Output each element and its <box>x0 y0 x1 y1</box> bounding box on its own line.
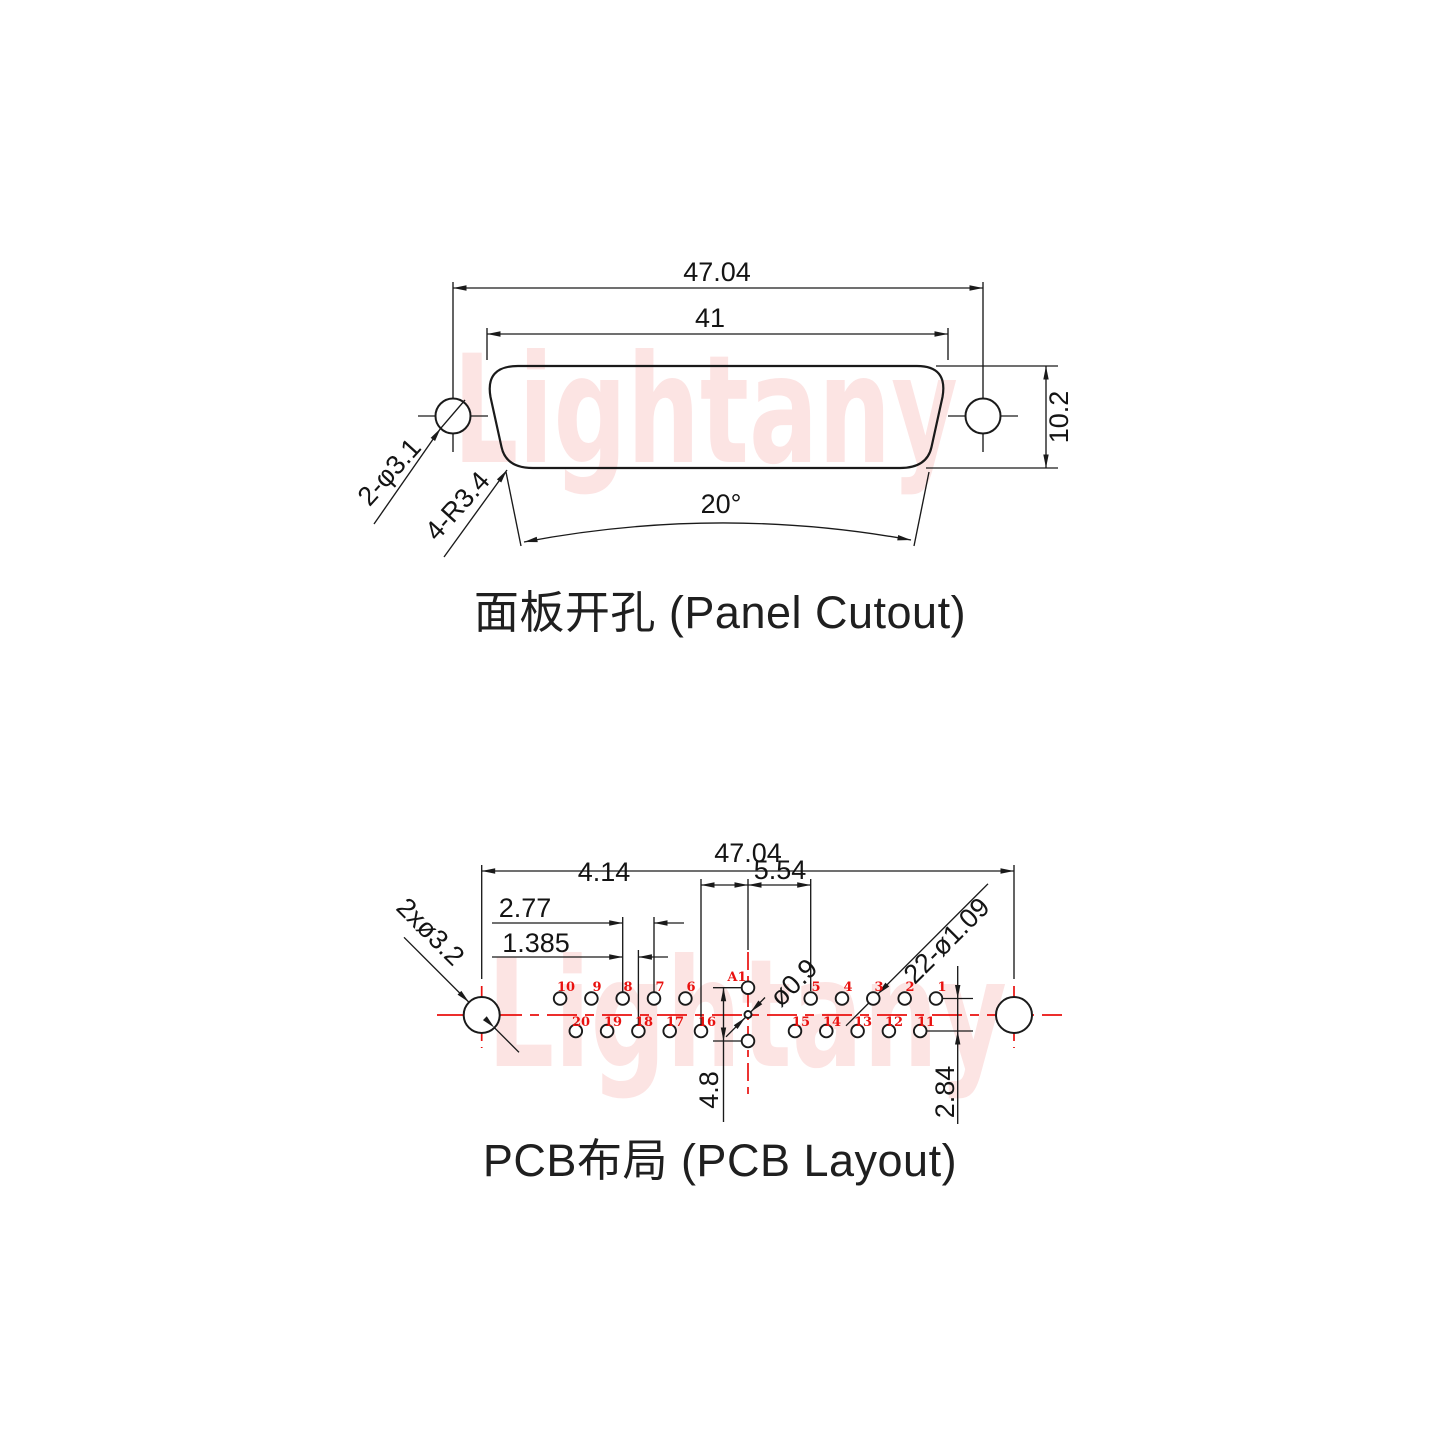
pin-labels-bottom-row: 20 19 18 17 16 15 14 13 12 11 <box>572 1015 935 1030</box>
pin-hole <box>552 991 568 1006</box>
pin-hole <box>584 991 599 1006</box>
pin-label: 10 <box>557 980 575 995</box>
pin-hole <box>866 991 881 1006</box>
pin-label: 7 <box>655 980 664 995</box>
pin-holes-top-row <box>552 991 944 1006</box>
pin-label: 19 <box>604 1015 622 1030</box>
pin-hole <box>803 991 818 1006</box>
dim-height: 10.2 <box>1044 391 1074 444</box>
pin-holes-bottom-row <box>568 1023 928 1039</box>
arrowhead <box>453 285 467 291</box>
pin-label: 14 <box>823 1015 841 1030</box>
arrowhead <box>481 868 496 874</box>
pin-label: 13 <box>854 1015 872 1030</box>
pin-hole <box>912 1023 928 1039</box>
pin-hole <box>787 1023 803 1039</box>
pin-label: 2 <box>905 980 914 995</box>
center-pin-hole <box>743 1010 753 1019</box>
pin-label: 16 <box>698 1015 716 1030</box>
dim-row-stagger: 1.385 <box>502 928 570 958</box>
pin-label: 17 <box>666 1015 684 1030</box>
dim-coax-vertical: 4.8 <box>694 1071 724 1109</box>
pin-label: 1 <box>937 980 946 995</box>
pin-hole <box>897 991 912 1006</box>
coax-lower-hole <box>740 1033 756 1049</box>
arrowhead <box>969 285 983 291</box>
dim-row-spacing: 2.84 <box>930 1066 960 1119</box>
pin-hole <box>881 1023 897 1039</box>
pin-hole <box>928 991 944 1006</box>
coax-a1-hole <box>740 980 756 995</box>
pin-hole <box>834 991 850 1006</box>
dim-pin-pitch: 2.77 <box>499 893 552 923</box>
pin-labels-top-row: 10 9 8 7 6 5 4 3 2 1 <box>557 980 947 995</box>
dim-pin16-to-center: 4.14 <box>578 857 631 887</box>
mounting-hole <box>995 996 1033 1034</box>
flare-line <box>913 471 930 547</box>
arrowhead <box>1043 366 1049 380</box>
pin-hole <box>662 1023 677 1039</box>
label-mount-holes: 2xø3.2 <box>391 892 471 972</box>
pin-hole <box>678 991 693 1006</box>
arrowhead <box>701 882 715 888</box>
arrowhead <box>1000 868 1014 874</box>
pin-label: 12 <box>885 1015 903 1030</box>
pin-label: 4 <box>843 980 852 995</box>
arrowhead <box>457 990 471 1005</box>
arrowhead <box>734 882 748 888</box>
dim-side-angle: 20° <box>701 489 742 519</box>
pin-hole <box>850 1023 865 1039</box>
panel-cutout-title: 面板开孔 (Panel Cutout) <box>474 587 966 638</box>
dim-cutout-width: 41 <box>695 303 725 333</box>
leader-line <box>440 399 466 429</box>
pin-label: 18 <box>635 1015 653 1030</box>
pin-hole <box>615 991 630 1006</box>
pin-label: 6 <box>686 980 695 995</box>
pin-hole <box>568 1023 584 1039</box>
watermark-text: Lightany <box>453 324 958 498</box>
arrowhead <box>1043 454 1049 468</box>
pin-hole <box>631 1023 646 1039</box>
pin-label: 15 <box>792 1015 810 1030</box>
pin-hole <box>599 1023 615 1039</box>
pin-label-a1: A1 <box>726 970 746 985</box>
pin-hole <box>646 991 662 1006</box>
angle-arc <box>523 522 912 543</box>
pin-hole <box>693 1023 709 1039</box>
arrowhead <box>897 534 912 543</box>
arrowhead <box>609 920 623 926</box>
cutout-outline <box>488 364 945 470</box>
pin-label: 5 <box>811 980 820 995</box>
arrowhead <box>523 536 538 545</box>
leader-line <box>443 469 508 558</box>
pcb-layout-title: PCB布局 (PCB Layout) <box>483 1135 957 1186</box>
pin-label: 11 <box>917 1015 935 1030</box>
dim-overall-width: 47.04 <box>714 838 782 868</box>
pin-label: 9 <box>592 980 601 995</box>
mounting-hole <box>964 397 1002 435</box>
pin-label: 8 <box>623 980 632 995</box>
leader-line <box>373 428 442 525</box>
flare-line <box>505 471 522 547</box>
label-mount-holes: 2-φ3.1 <box>352 433 427 512</box>
dim-center-to-pin5: 5.54 <box>754 855 807 885</box>
arrowhead <box>654 920 668 926</box>
pin-label: 20 <box>572 1015 590 1030</box>
pin-label: 3 <box>874 980 883 995</box>
pin-hole <box>819 1023 834 1039</box>
dim-overall-width: 47.04 <box>683 257 751 287</box>
